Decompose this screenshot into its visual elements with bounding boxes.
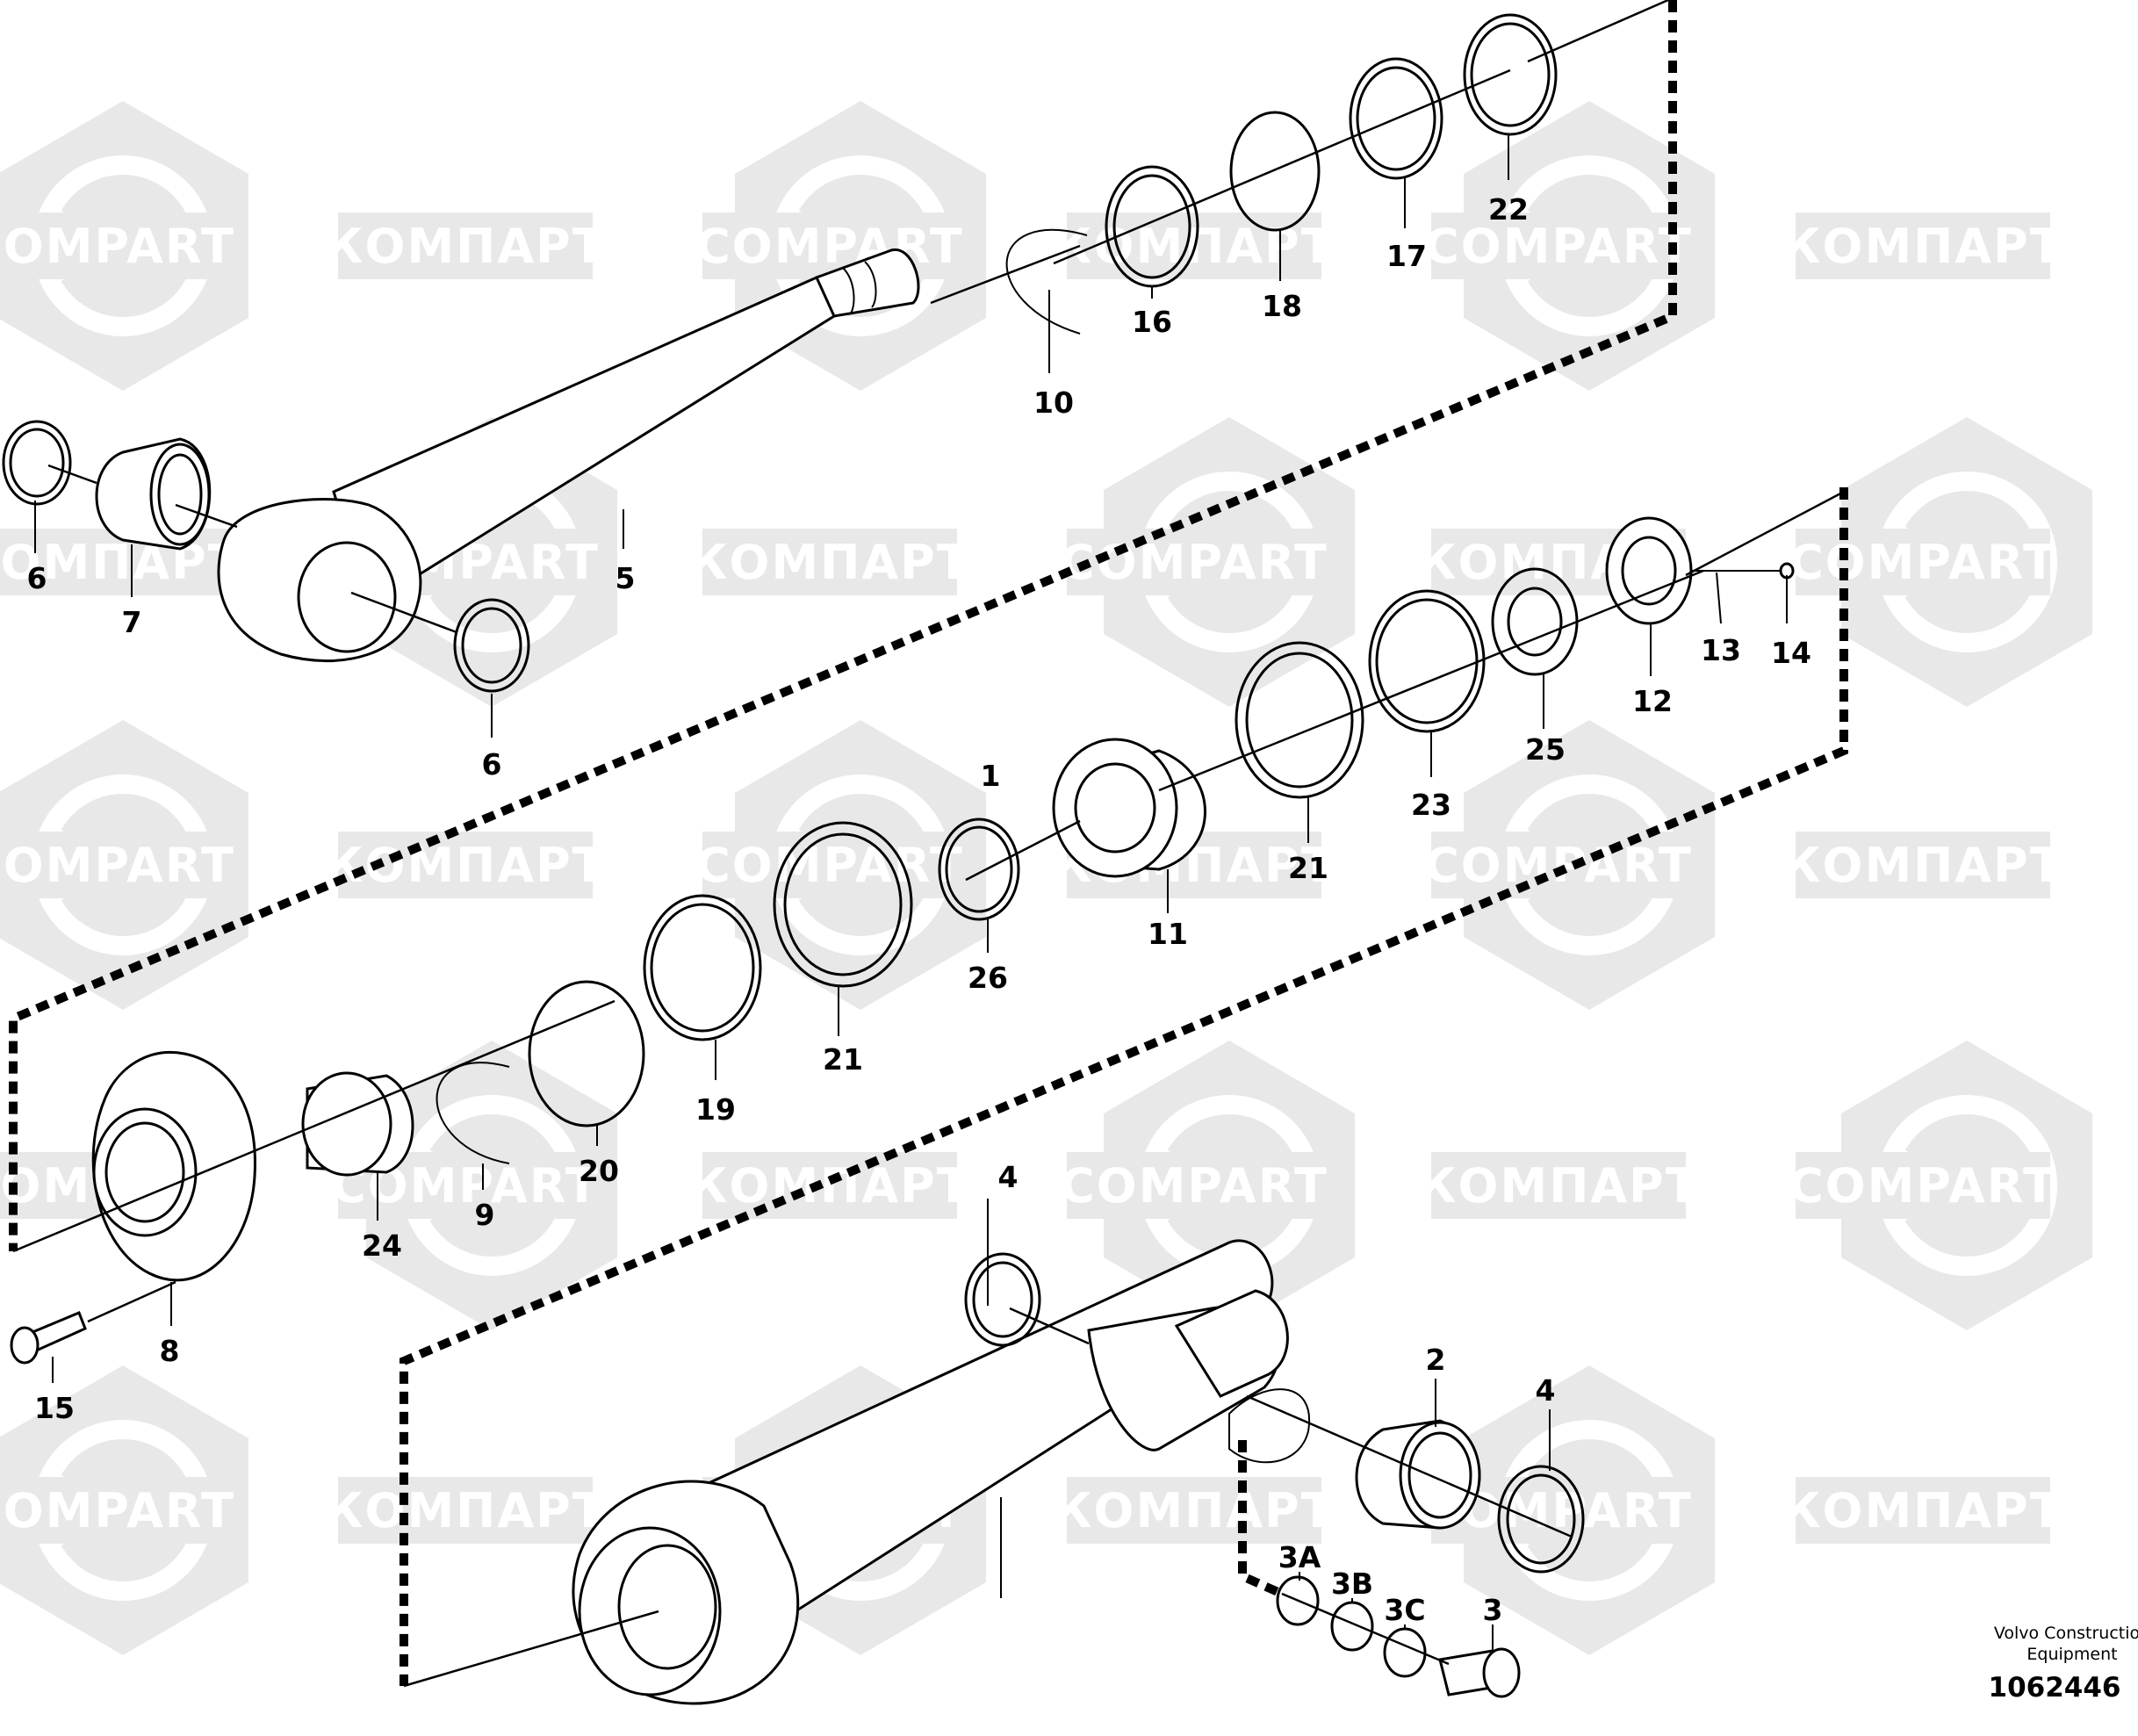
lock-nut-12 — [1607, 518, 1691, 623]
part-label-22: 22 — [1488, 192, 1529, 227]
watermark-text: COMPART — [695, 219, 964, 274]
watermark-text: КОМПАРТ — [688, 535, 970, 590]
watermark-text: COMPART — [1789, 535, 2057, 590]
part-label-10: 10 — [1033, 385, 1074, 420]
part-label-3b: 3B — [1331, 1567, 1373, 1601]
piston-11 — [1054, 739, 1206, 876]
watermark-text: COMPART — [1424, 838, 1693, 893]
bolt-15 — [11, 1313, 85, 1363]
watermark-text: КОМПАРТ — [324, 1483, 606, 1538]
seal-23 — [1370, 591, 1484, 731]
ring-22 — [1465, 15, 1556, 134]
brand-line-2: Equipment — [2026, 1645, 2117, 1664]
part-label-26: 26 — [968, 961, 1008, 995]
watermark-text: КОМПАРТ — [1782, 219, 2063, 274]
seal-ring-4-upper — [966, 1254, 1040, 1345]
part-label-12: 12 — [1632, 684, 1673, 718]
part-label-15: 15 — [34, 1391, 75, 1425]
part-label-4-lower: 4 — [1536, 1373, 1556, 1408]
part-label-25: 25 — [1525, 732, 1566, 767]
watermark-text: КОМПАРТ — [1782, 1483, 2063, 1538]
part-label-8: 8 — [160, 1334, 180, 1368]
part-label-11: 11 — [1148, 917, 1188, 951]
o-ring-3b — [1332, 1603, 1372, 1650]
plug-3 — [1440, 1649, 1519, 1696]
watermark-text: COMPART — [1424, 219, 1693, 274]
part-label-24: 24 — [362, 1228, 402, 1263]
part-label-20: 20 — [579, 1154, 619, 1188]
part-label-23: 23 — [1411, 788, 1451, 822]
part-label-6-left: 6 — [27, 561, 47, 595]
cylinder-head-8 — [93, 1052, 255, 1279]
part-label-3c: 3C — [1384, 1593, 1425, 1627]
part-label-16: 16 — [1132, 305, 1172, 339]
brand-block: Volvo Construction Equipment 1062446 — [1989, 1624, 2138, 1704]
part-label-2: 2 — [1426, 1343, 1446, 1377]
seal-ring-left — [4, 421, 70, 504]
watermark-text: КОМПАРТ — [688, 1158, 970, 1214]
part-label-13: 13 — [1701, 633, 1741, 667]
part-label-21-lower: 21 — [823, 1042, 863, 1077]
watermark-text: КОМПАРТ — [1053, 1483, 1335, 1538]
ring-18 — [1231, 112, 1319, 230]
watermark-text: COMPART — [0, 219, 235, 274]
part-label-14: 14 — [1771, 636, 1811, 670]
watermark-text: COMPART — [1789, 1158, 2057, 1214]
part-label-3: 3 — [1483, 1593, 1503, 1627]
cylinder-tube-1 — [573, 1241, 1309, 1704]
watermark-text: КОМПАРТ — [324, 838, 606, 893]
ring-19 — [644, 896, 760, 1040]
watermark-text: COMPART — [695, 838, 964, 893]
part-label-6-lower: 6 — [482, 747, 502, 782]
part-label-1: 1 — [981, 759, 1001, 793]
part-label-5: 5 — [615, 561, 636, 595]
part-label-9: 9 — [475, 1198, 495, 1232]
watermark-text: COMPART — [0, 838, 235, 893]
part-label-3a: 3A — [1278, 1540, 1321, 1574]
watermark-text: COMPART — [1060, 1158, 1328, 1214]
bushing-2 — [1357, 1421, 1479, 1528]
watermark-text: COMPART — [0, 1483, 235, 1538]
watermark-text: КОМПАРТ — [1782, 838, 2063, 893]
watermark-text: КОМПАРТ — [324, 219, 606, 274]
part-label-4-upper: 4 — [998, 1160, 1019, 1194]
part-label-21-upper: 21 — [1288, 851, 1328, 885]
part-label-7: 7 — [122, 605, 142, 639]
watermark-text: КОМПАРТ — [1417, 1158, 1699, 1214]
brand-line-1: Volvo Construction — [1994, 1624, 2138, 1643]
figure-number: 1062446 — [1989, 1672, 2121, 1704]
part-label-19: 19 — [695, 1092, 736, 1127]
rod-eye-bore — [299, 543, 395, 652]
part-label-17: 17 — [1386, 239, 1427, 273]
part-label-18: 18 — [1262, 289, 1302, 323]
bushing-7 — [97, 439, 210, 549]
